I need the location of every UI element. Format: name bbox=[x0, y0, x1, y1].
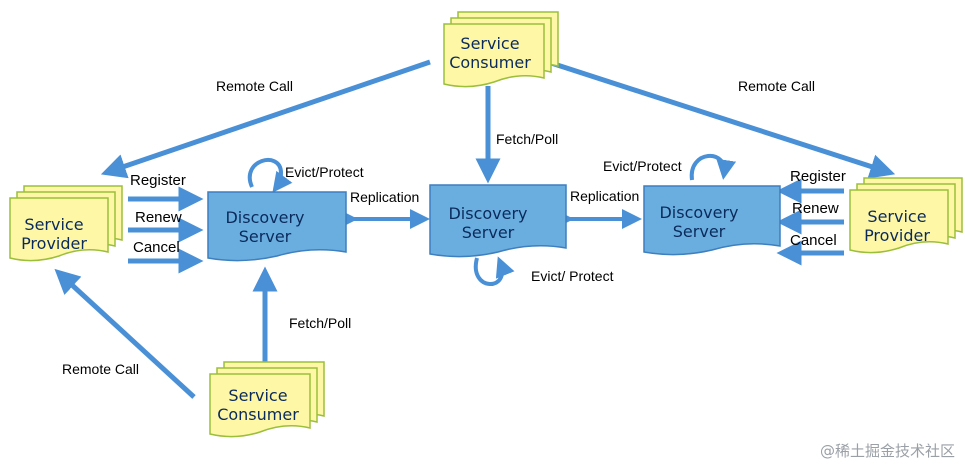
service-consumer-top: Service Consumer bbox=[443, 11, 559, 88]
consumer-bottom-line2: Consumer bbox=[217, 405, 299, 424]
label-evict-center: Evict/ Protect bbox=[531, 268, 614, 284]
remote-call-arrow-bottom bbox=[54, 268, 196, 399]
consumer-top-line1: Service bbox=[460, 34, 519, 53]
service-provider-right: Service Provider bbox=[849, 177, 963, 254]
provider-right-line1: Service bbox=[867, 207, 926, 226]
label-replication-right: Replication bbox=[570, 188, 639, 204]
label-evict-left: Evict/Protect bbox=[285, 164, 364, 180]
remote-call-arrow-top-right bbox=[547, 59, 896, 179]
service-consumer-bottom: Service Consumer bbox=[209, 361, 325, 438]
provider-left-line1: Service bbox=[24, 215, 83, 234]
label-renew-left: Renew bbox=[135, 209, 182, 226]
label-register-right: Register bbox=[790, 168, 846, 185]
server-left-line2: Server bbox=[239, 227, 292, 246]
consumer-bottom-line1: Service bbox=[228, 386, 287, 405]
discovery-server-center: Discovery Server bbox=[429, 184, 567, 258]
label-cancel-left: Cancel bbox=[133, 239, 180, 256]
discovery-server-left: Discovery Server bbox=[207, 191, 347, 262]
server-center-line2: Server bbox=[462, 223, 515, 242]
server-left-line1: Discovery bbox=[225, 208, 304, 227]
evict-loop-center bbox=[473, 256, 515, 286]
label-remote-call-top-right: Remote Call bbox=[738, 78, 815, 94]
evict-loop-left bbox=[247, 158, 293, 193]
server-center-line1: Discovery bbox=[448, 204, 527, 223]
watermark: @稀土掘金技术社区 bbox=[820, 442, 955, 460]
service-provider-left: Service Provider bbox=[9, 185, 123, 262]
label-renew-right: Renew bbox=[792, 200, 839, 217]
connectors bbox=[54, 59, 896, 399]
server-right-line1: Discovery bbox=[659, 203, 738, 222]
remote-call-arrow-top-left bbox=[100, 59, 431, 179]
label-evict-right: Evict/Protect bbox=[603, 158, 682, 174]
label-remote-call-top-left: Remote Call bbox=[216, 78, 293, 94]
label-cancel-right: Cancel bbox=[790, 232, 837, 249]
evict-loop-right bbox=[689, 154, 736, 181]
edge-labels: Remote Call Remote Call Remote Call Fetc… bbox=[62, 78, 846, 377]
label-fetch-poll-bottom: Fetch/Poll bbox=[289, 315, 351, 331]
provider-left-line2: Provider bbox=[21, 234, 87, 253]
server-right-line2: Server bbox=[673, 222, 726, 241]
label-register-left: Register bbox=[130, 172, 186, 189]
label-replication-left: Replication bbox=[350, 189, 419, 205]
label-fetch-poll-top: Fetch/Poll bbox=[496, 131, 558, 147]
label-remote-call-bottom: Remote Call bbox=[62, 361, 139, 377]
discovery-server-right: Discovery Server bbox=[643, 185, 781, 256]
consumer-top-line2: Consumer bbox=[449, 53, 531, 72]
provider-right-line2: Provider bbox=[864, 226, 930, 245]
